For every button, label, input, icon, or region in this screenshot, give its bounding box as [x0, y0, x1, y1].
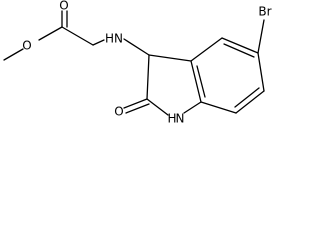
bond-c5-br [257, 19, 265, 54]
bond-ester-c-ch2 [61, 26, 94, 46]
atom-lactam-o: O [114, 105, 123, 119]
atom-lactam-n: N [176, 112, 185, 126]
atom-o-carbonyl: O [59, 0, 68, 13]
atom-o-methoxy: O [22, 39, 31, 53]
bond-c7a-c3a [190, 60, 202, 103]
bond-methyl-o [3, 48, 24, 61]
bond-c4-c5-2 [223, 43, 255, 58]
bond-n1-c7a [183, 101, 202, 114]
atom-amine-hn: HN [105, 32, 123, 46]
bond-nh-c3 [123, 38, 150, 56]
atom-bromine: Br [258, 5, 271, 19]
bond-c6-c7-1 [235, 90, 265, 114]
bonds [3, 10, 265, 116]
bond-c6-c7-2 [234, 87, 260, 108]
bond-o-ester-c [38, 26, 63, 41]
bond-c2-n1 [146, 98, 169, 116]
bond-ch2-nh [92, 39, 105, 46]
atom-labels: O O HN Br O H N [22, 0, 271, 126]
bond-c3-c2 [146, 54, 150, 100]
bond-c7-c7a [200, 101, 237, 114]
bond-c3a-c4 [190, 37, 223, 62]
molecule-structure: O O HN Br O H N [3, 0, 272, 126]
bond-aromatic-inner [196, 65, 206, 98]
bond-c5-c6 [257, 52, 265, 92]
bond-c2-o-2 [125, 103, 150, 114]
bond-c4-c5-1 [221, 37, 259, 54]
bond-c3-c3a [148, 54, 192, 62]
atom-lactam-h: H [167, 112, 176, 126]
bond-c2-o-1 [123, 98, 148, 109]
